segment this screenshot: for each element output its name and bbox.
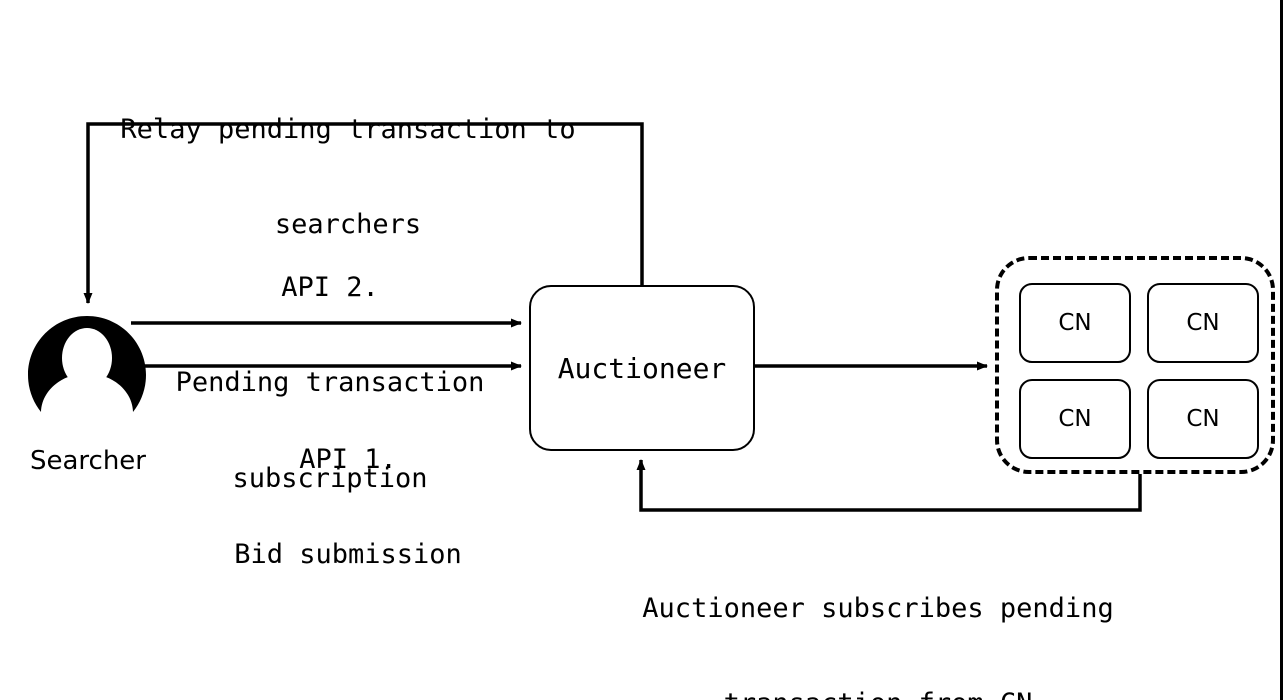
cn-box-3-label: CN <box>1058 406 1092 432</box>
cn-cluster: CN CN CN CN <box>995 256 1275 474</box>
edge-relay-label-line1: Relay pending transaction to <box>120 113 576 145</box>
edge-cn-to-auctioneer-label-line1: Auctioneer subscribes pending <box>642 592 1114 624</box>
edge-cn-to-auctioneer-label: Auctioneer subscribes pending transactio… <box>600 529 1156 700</box>
edge-cn-to-auctioneer-label-line2: transaction from CN <box>600 688 1156 700</box>
edge-api2-label-line3: subscription <box>232 462 428 494</box>
edge-api1-label-line1: API 1. <box>299 443 397 475</box>
cn-box-4-label: CN <box>1186 406 1220 432</box>
searcher-label: Searcher <box>29 446 146 476</box>
cn-box-1[interactable]: CN <box>1019 283 1131 363</box>
edge-api1-label-line2: Bid submission <box>234 539 462 571</box>
auctioneer-label: Auctioneer <box>557 351 727 385</box>
edge-relay-label: Relay pending transaction to searchers <box>88 50 608 305</box>
edge-api2-label: API 2. Pending transaction subscription <box>128 208 532 558</box>
person-icon <box>28 316 146 412</box>
edge-api2-label-line2: Pending transaction <box>175 367 485 399</box>
cn-box-3[interactable]: CN <box>1019 379 1131 459</box>
cn-box-1-label: CN <box>1058 310 1092 336</box>
cn-box-2[interactable]: CN <box>1147 283 1259 363</box>
cn-box-2-label: CN <box>1186 310 1220 336</box>
edge-api2-label-line1: API 2. <box>281 271 379 303</box>
auctioneer-node[interactable]: Auctioneer <box>529 285 755 451</box>
edge-relay-label-line2: searchers <box>274 209 422 241</box>
cn-grid: CN CN CN CN <box>1019 283 1259 459</box>
cn-box-4[interactable]: CN <box>1147 379 1259 459</box>
right-edge-rule <box>1280 0 1283 700</box>
edge-api1-label: API 1. Bid submission <box>180 380 516 635</box>
